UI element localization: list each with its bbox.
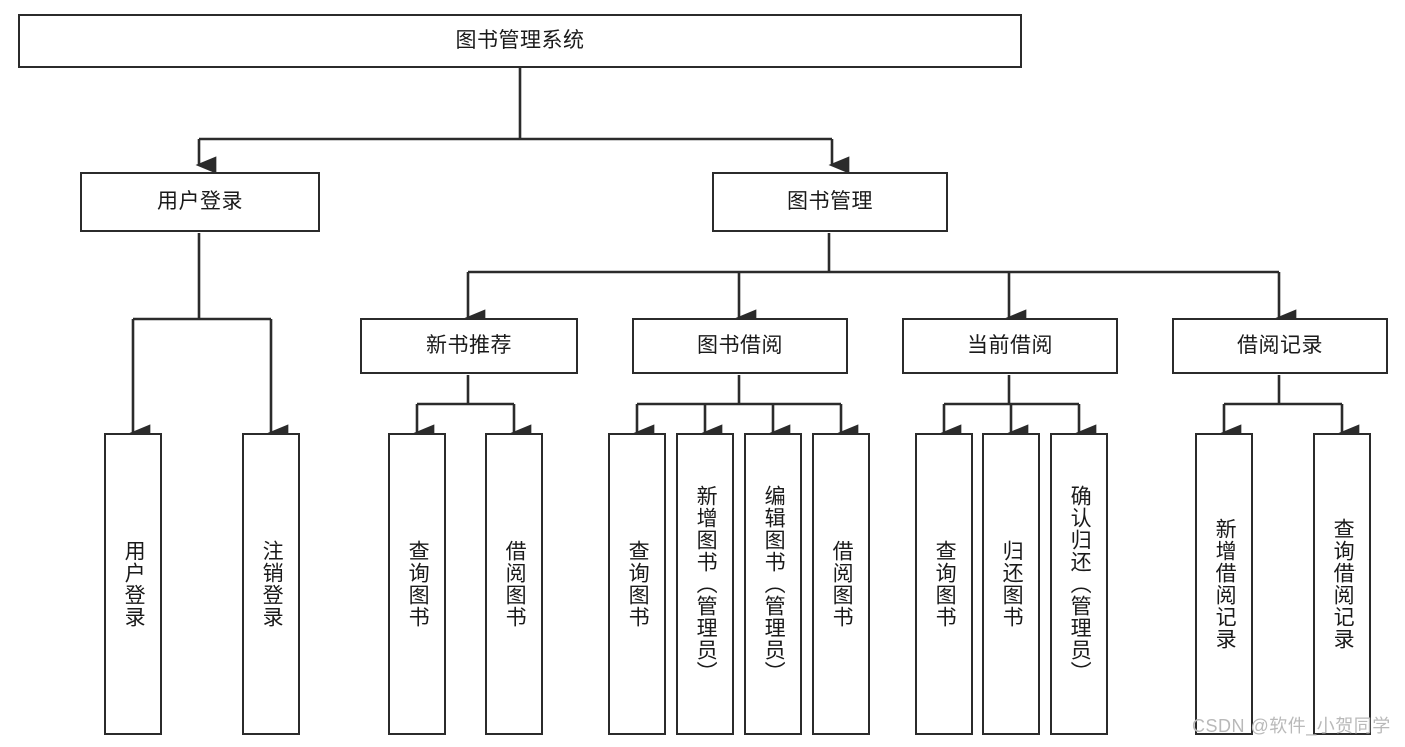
leaf-query-book-borrow-label: 查询图书 [626,540,650,628]
leaf-borrow-book-borrow[interactable]: 借阅图书 [812,433,870,735]
leaf-user-login-label: 用户登录 [122,540,146,628]
node-root-label: 图书管理系统 [455,29,585,53]
node-borrow-records[interactable]: 借阅记录 [1172,318,1388,374]
leaf-add-borrow-record[interactable]: 新增借阅记录 [1195,433,1253,735]
leaf-edit-book-admin-label: 编辑图书（管理员） [762,485,786,683]
node-user-login[interactable]: 用户登录 [80,172,320,232]
leaf-query-book-newbook[interactable]: 查询图书 [388,433,446,735]
node-book-borrow-label: 图书借阅 [697,334,783,358]
leaf-return-book[interactable]: 归还图书 [982,433,1040,735]
node-new-book-recommend-label: 新书推荐 [426,334,512,358]
leaf-query-borrow-record[interactable]: 查询借阅记录 [1313,433,1371,735]
leaf-logout[interactable]: 注销登录 [242,433,300,735]
node-book-borrow[interactable]: 图书借阅 [632,318,848,374]
node-new-book-recommend[interactable]: 新书推荐 [360,318,578,374]
leaf-query-book-newbook-label: 查询图书 [406,540,430,628]
leaf-borrow-book-borrow-label: 借阅图书 [830,540,854,628]
node-current-borrow[interactable]: 当前借阅 [902,318,1118,374]
leaf-query-book-current[interactable]: 查询图书 [915,433,973,735]
leaf-borrow-book-newbook[interactable]: 借阅图书 [485,433,543,735]
leaf-query-borrow-record-label: 查询借阅记录 [1331,518,1355,650]
node-book-management-label: 图书管理 [787,190,873,214]
node-current-borrow-label: 当前借阅 [967,334,1053,358]
leaf-borrow-book-newbook-label: 借阅图书 [503,540,527,628]
leaf-query-book-borrow[interactable]: 查询图书 [608,433,666,735]
node-borrow-records-label: 借阅记录 [1237,334,1323,358]
leaf-add-book-admin[interactable]: 新增图书（管理员） [676,433,734,735]
leaf-edit-book-admin[interactable]: 编辑图书（管理员） [744,433,802,735]
leaf-add-borrow-record-label: 新增借阅记录 [1213,518,1237,650]
csdn-watermark: CSDN @软件_小贺同学 [1192,716,1391,736]
leaf-confirm-return-admin[interactable]: 确认归还（管理员） [1050,433,1108,735]
leaf-add-book-admin-label: 新增图书（管理员） [694,485,718,683]
node-root-system[interactable]: 图书管理系统 [18,14,1022,68]
node-book-management[interactable]: 图书管理 [712,172,948,232]
node-user-login-label: 用户登录 [157,190,243,214]
leaf-return-book-label: 归还图书 [1000,540,1024,628]
leaf-user-login[interactable]: 用户登录 [104,433,162,735]
leaf-query-book-current-label: 查询图书 [933,540,957,628]
leaf-logout-label: 注销登录 [260,540,284,628]
leaf-confirm-return-admin-label: 确认归还（管理员） [1068,485,1092,683]
